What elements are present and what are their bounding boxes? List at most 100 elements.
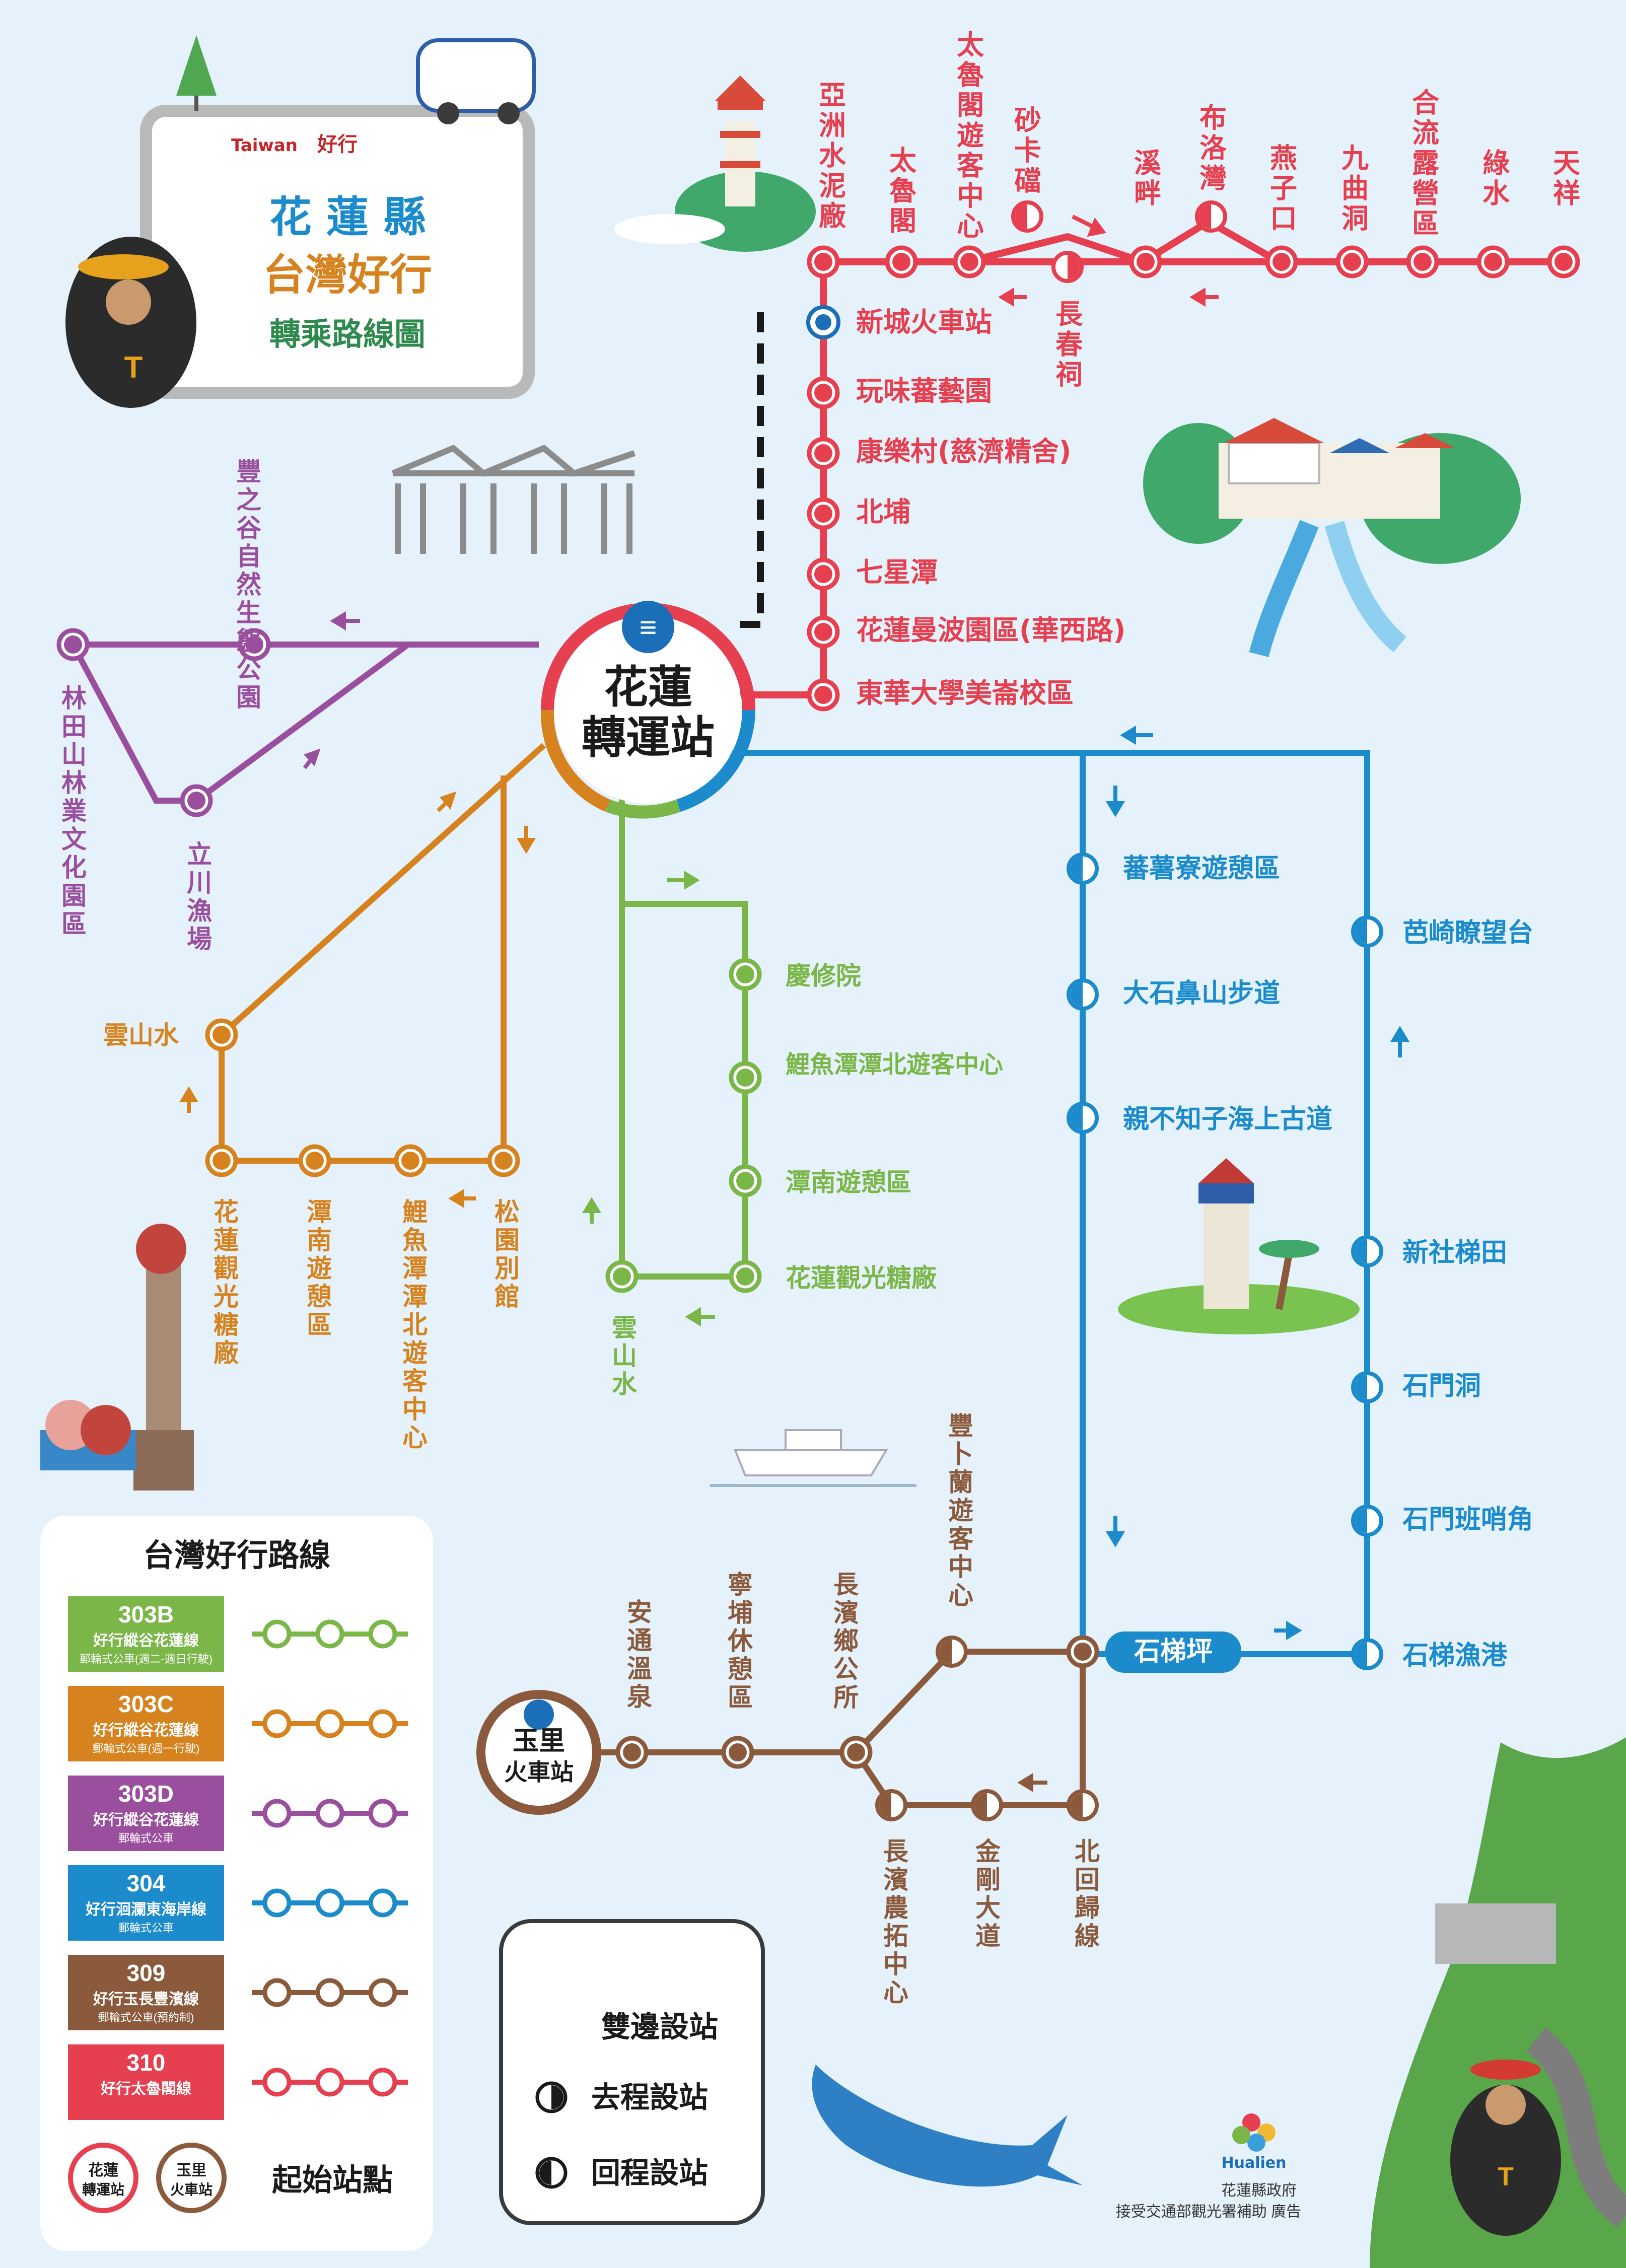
station-303d-lintianshan[interactable] (56, 628, 90, 661)
station-310-top-9[interactable] (1406, 245, 1439, 278)
direction-arrows (998, 215, 1219, 307)
station-303b-yunshanshui[interactable] (605, 1260, 639, 1293)
station-303c-yunshanshui[interactable] (205, 1018, 238, 1051)
station-303b-3[interactable] (729, 1260, 762, 1293)
hualien-transfer-station[interactable]: ≡ 花蓮 轉運站 (540, 601, 755, 819)
station-309-0[interactable] (615, 1736, 649, 1769)
label-tianxiang: 天祥 (1548, 149, 1580, 209)
footer-gov: 花蓮縣政府 (1221, 2182, 1297, 2199)
route-303c-lines (219, 743, 546, 1164)
station-304-right-4[interactable] (1351, 1638, 1383, 1670)
legend-hub-badge: 花蓮 轉運站 (68, 2143, 138, 2213)
station-304-right-2[interactable] (1351, 1371, 1383, 1403)
legend-yuli-name-2: 火車站 (170, 2181, 213, 2198)
station-303c-1[interactable] (298, 1144, 331, 1177)
logo-haoxing: 好行 (317, 133, 358, 156)
station-310-top-3[interactable] (1011, 200, 1043, 233)
station-304-right-1[interactable] (1351, 1235, 1383, 1267)
route-303b-lines (619, 796, 748, 1280)
label-yanzikou: 燕子口 (1265, 144, 1297, 234)
station-303b-2[interactable] (729, 1164, 762, 1197)
label-changbin-farm: 長濱農拓中心 (879, 1838, 908, 2007)
station-309-bottom-1[interactable] (971, 1789, 1003, 1821)
station-310-top-6[interactable] (1195, 200, 1227, 233)
station-303c-0[interactable] (205, 1144, 238, 1177)
label-tropic: 北回歸線 (1071, 1838, 1100, 1951)
station-310-top-1[interactable] (885, 245, 918, 278)
station-309-xibulan[interactable] (936, 1636, 968, 1668)
label-jingang: 金剛大道 (971, 1838, 1001, 1951)
legend-route-code: 310 (127, 2049, 166, 2076)
label-beipu: 北埔 (856, 496, 910, 528)
bus-illustration (416, 38, 536, 124)
station-309-bottom-2[interactable] (875, 1789, 907, 1821)
label-fanshuliao: 蕃薯寮遊憩區 (1123, 854, 1280, 884)
station-310-top-8[interactable] (1335, 245, 1369, 278)
xincheng-rail-icon[interactable] (806, 305, 840, 339)
yuli-station[interactable]: 玉里 火車站 (476, 1690, 601, 1815)
station-310-side-1[interactable] (807, 376, 840, 409)
station-303c-3[interactable] (487, 1144, 520, 1177)
legend-title: 台灣好行路線 (143, 1537, 330, 1574)
station-309-1[interactable] (721, 1736, 754, 1769)
station-304-right-3[interactable] (1351, 1505, 1383, 1537)
pagoda-illustration (614, 76, 816, 252)
hub-rail-icon (622, 601, 674, 653)
station-310-top-4[interactable] (1051, 251, 1084, 283)
label-changchun: 長春祠 (1051, 300, 1083, 390)
station-310-side-5[interactable] (807, 615, 840, 649)
legend-route-code: 303C (118, 1691, 174, 1717)
outbound-stop-icon (535, 2081, 568, 2113)
station-309-2[interactable] (839, 1736, 873, 1769)
station-310-top-0[interactable] (807, 245, 840, 278)
station-310-top-11[interactable] (1547, 245, 1580, 278)
yuli-name-1: 玉里 (513, 1726, 565, 1756)
station-303b-1[interactable] (729, 1061, 762, 1094)
route-310-side-labels: 新城火車站 玩味蕃藝園 康樂村(慈濟精舍) 北埔 七星潭 花蓮曼波園區(華西路)… (856, 306, 1125, 709)
stop-legend-return: 回程設站 (591, 2156, 708, 2190)
station-309-junction[interactable] (1066, 1635, 1099, 1668)
label-mambo: 花蓮曼波園區(華西路) (856, 614, 1125, 646)
bear-mascot: T (65, 237, 196, 408)
yuli-name-2: 火車站 (504, 1758, 574, 1786)
station-310-top-5[interactable] (1129, 245, 1162, 278)
station-310-side-2[interactable] (807, 437, 840, 470)
station-303d-fengzhigu[interactable] (238, 628, 271, 661)
legend-route-sub: 郵輪式公車(週二-週日行駛) (80, 1653, 213, 1665)
station-304-right-0[interactable] (1351, 915, 1383, 948)
return-stop-icon (535, 2157, 568, 2189)
station-310-side-4[interactable] (807, 557, 840, 591)
temple-waterfall-illustration (1143, 418, 1521, 657)
station-303d-lichuan[interactable] (180, 784, 213, 817)
hub-name-2: 轉運站 (582, 712, 715, 763)
label-kangle: 康樂村(慈濟精舍) (856, 436, 1071, 467)
shitiping-badge[interactable]: 石梯坪 (1105, 1632, 1241, 1673)
station-310-side-3[interactable] (807, 497, 840, 530)
station-310-top-7[interactable] (1265, 245, 1298, 278)
route-303d-lines (68, 642, 539, 804)
station-304-left-1[interactable] (1067, 978, 1099, 1011)
title-county: 花 蓮 縣 (269, 192, 426, 242)
hub-name-1: 花蓮 (604, 661, 692, 713)
legend-hub-name-1: 花蓮 (88, 2162, 118, 2179)
station-310-top-2[interactable] (953, 245, 986, 278)
station-303c-2[interactable] (394, 1144, 427, 1177)
title-main: 台灣好行 (263, 250, 432, 300)
legend-route-code: 303D (118, 1781, 174, 1807)
stop-legend-both: 雙邊設站 (601, 2010, 718, 2044)
station-304-left-0[interactable] (1067, 853, 1099, 885)
station-310-side-6[interactable] (807, 678, 840, 712)
station-304-left-2[interactable] (1067, 1102, 1099, 1134)
direction-arrows-orange (179, 791, 536, 1209)
station-303b-0[interactable] (729, 958, 762, 991)
label-xibulan: 豐卜蘭遊客中心 (944, 1412, 973, 1610)
label-liyutan-b: 鯉魚潭潭北遊客中心 (786, 1050, 1003, 1079)
legend-route-sub: 郵輪式公車(預約制) (98, 2011, 194, 2024)
whale-illustration (812, 2065, 1083, 2187)
station-310-top-10[interactable] (1476, 245, 1510, 278)
legend-route-name: 好行縱谷花蓮線 (93, 1811, 199, 1828)
station-309-bottom-0[interactable] (1067, 1789, 1099, 1821)
direction-arrows-purple (303, 611, 360, 769)
legend-hub-name-2: 轉運站 (82, 2181, 124, 2198)
